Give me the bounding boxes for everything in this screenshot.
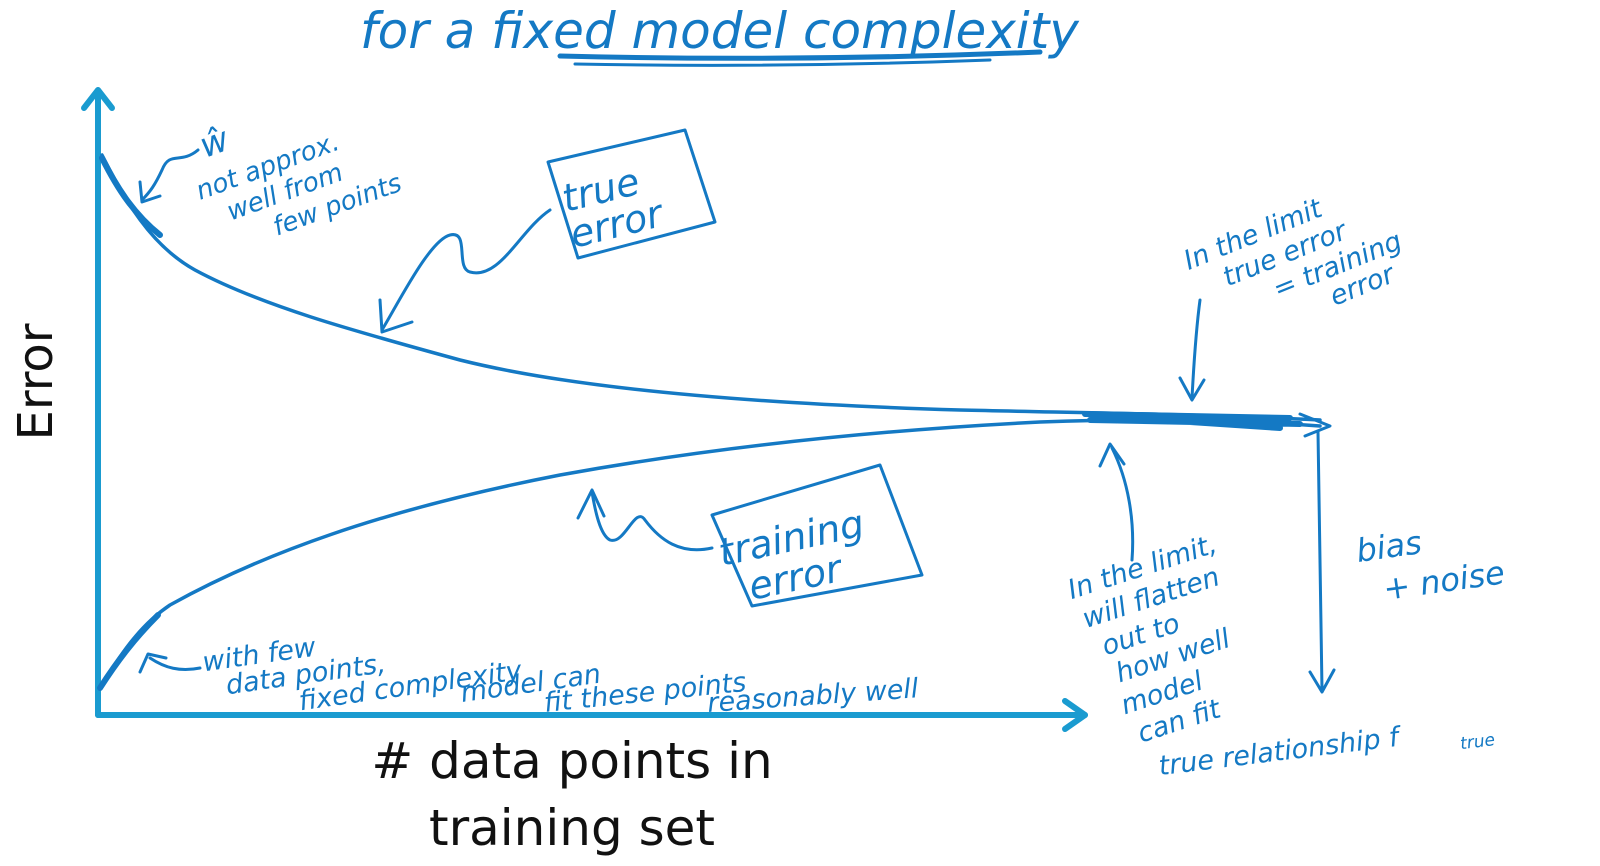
training-error-curve-emphasis bbox=[97, 612, 161, 691]
x-axis-arrowhead bbox=[1062, 698, 1088, 732]
convergence-end-tick bbox=[1298, 412, 1332, 438]
limit-true-pointer-head bbox=[1178, 376, 1206, 402]
convergence-scribble bbox=[1082, 411, 1303, 431]
title-underline-second bbox=[573, 58, 992, 67]
true-error-box bbox=[546, 128, 717, 260]
title: for a fixed model complexity bbox=[360, 2, 1080, 60]
y-axis-arrowhead bbox=[81, 87, 115, 111]
w-hat-symbol: ŵ bbox=[194, 119, 234, 166]
training-error-pointer-head bbox=[576, 488, 606, 520]
limit-true-note: In the limit true error = training error bbox=[1179, 193, 1406, 313]
training-error-pointer bbox=[590, 490, 714, 552]
few-points-pointer bbox=[148, 656, 202, 672]
limit-flatten-pointer-head bbox=[1098, 442, 1126, 468]
true-error-pointer-head bbox=[378, 298, 414, 334]
few-points-note: with few data points, fixed complexity bbox=[200, 632, 524, 718]
f-subscript: true bbox=[1459, 730, 1496, 754]
x-axis-label-line2: training set bbox=[429, 799, 715, 857]
limit-flatten-note: In the limit, will flatten out to how we… bbox=[1064, 529, 1234, 750]
bias-noise-span-head bbox=[1308, 668, 1336, 694]
bias-noise-span bbox=[1316, 430, 1324, 692]
x-axis-label-line1: # data points in bbox=[371, 732, 772, 790]
limit-flatten-pointer bbox=[1110, 446, 1135, 562]
bias-label: bias bbox=[1354, 523, 1424, 570]
title-underline bbox=[557, 49, 1043, 61]
w-hat-pointer-head bbox=[138, 180, 162, 204]
few-points-pointer-head bbox=[138, 652, 168, 674]
true-error-pointer bbox=[380, 208, 552, 332]
true-error-curve-emphasis bbox=[99, 155, 163, 238]
limit-true-pointer bbox=[1190, 298, 1202, 400]
w-hat-pointer bbox=[140, 148, 200, 202]
training-error-box bbox=[710, 463, 924, 608]
y-axis-label: Error bbox=[8, 323, 64, 440]
